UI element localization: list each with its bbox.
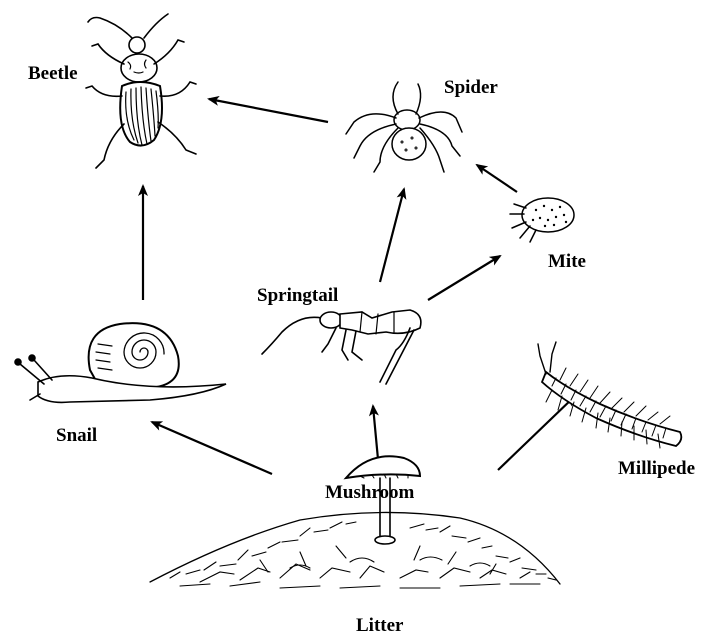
millipede-drawing [538,342,681,448]
snail-label: Snail [56,426,97,445]
springtail-drawing [262,310,421,384]
arrow-litter-to-millipede [498,396,575,470]
arrow-mite-to-spider [477,165,517,192]
arrows [143,99,575,474]
millipede-label: Millipede [618,459,695,478]
snail-drawing [15,323,226,402]
mite-label: Mite [548,252,586,271]
arrow-spider-to-beetle [209,99,328,122]
beetle-drawing [86,14,196,168]
arrow-litter-to-snail [152,422,272,474]
litter-drawing [150,512,560,588]
springtail-label: Springtail [257,286,338,305]
beetle-label: Beetle [28,64,78,83]
arrow-springtail-to-mite [428,256,500,300]
arrow-springtail-to-spider [380,189,404,282]
spider-label: Spider [444,78,498,97]
mushroom-label: Mushroom [325,483,414,502]
mite-drawing [510,198,574,242]
litter-label: Litter [356,616,403,635]
